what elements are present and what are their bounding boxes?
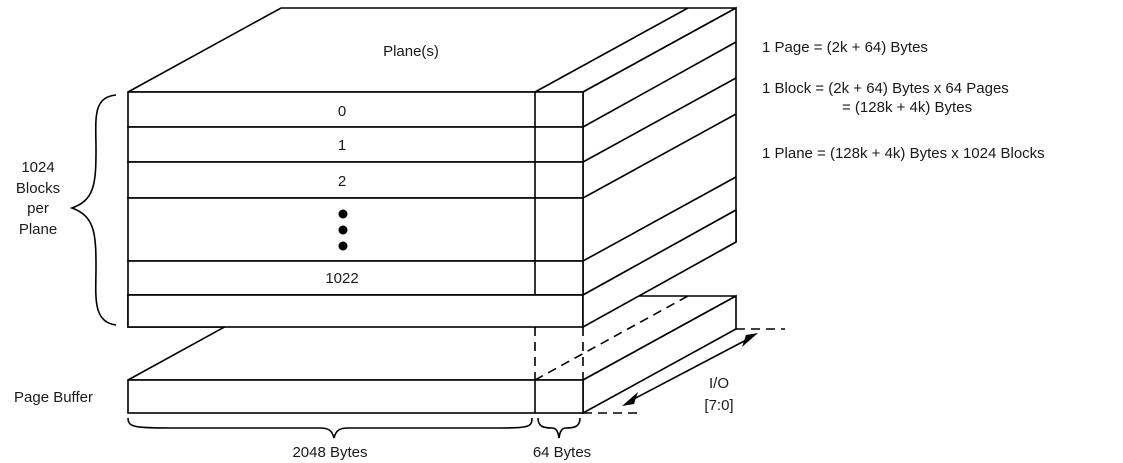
data-area-brace xyxy=(127,417,533,439)
note-block-line2: = (128k + 4k) Bytes xyxy=(842,99,972,116)
blocks-brace xyxy=(69,94,117,326)
block-row-1 xyxy=(127,126,584,163)
page-buffer-label: Page Buffer xyxy=(14,389,93,406)
note-page: 1 Page = (2k + 64) Bytes xyxy=(762,39,928,56)
svg-text:Blocks: Blocks xyxy=(16,180,60,197)
svg-text:per: per xyxy=(27,200,49,217)
blocks-per-plane-label: 1024 Blocks per Plane xyxy=(16,159,60,238)
block-row-2 xyxy=(127,161,584,199)
page-buffer-front xyxy=(127,379,584,414)
block-row-ellipsis xyxy=(127,197,584,262)
io-label-line2: [7:0] xyxy=(704,397,733,414)
note-plane: 1 Plane = (128k + 4k) Bytes x 1024 Block… xyxy=(762,145,1045,162)
ellipsis-dots xyxy=(338,209,348,251)
io-label-line1: I/O xyxy=(709,375,729,392)
plane-top-spare-divider xyxy=(534,7,689,93)
spare-area-size: 64 Bytes xyxy=(533,444,591,461)
spare-area-brace xyxy=(537,417,581,439)
block-row-1022 xyxy=(127,260,584,296)
block-label-1022: 1022 xyxy=(325,270,358,287)
svg-text:1024: 1024 xyxy=(21,159,54,176)
io-width-arrow xyxy=(622,333,758,406)
block-row-1023-overlay xyxy=(127,294,584,328)
data-area-size: 2048 Bytes xyxy=(292,444,367,461)
plane-front-face xyxy=(127,91,584,328)
block-label-1: 1 xyxy=(338,137,346,154)
svg-text:Plane: Plane xyxy=(19,221,57,238)
note-block-line1: 1 Block = (2k + 64) Bytes x 64 Pages xyxy=(762,80,1009,97)
block-row-0 xyxy=(127,91,584,128)
block-label-2: 2 xyxy=(338,173,346,190)
block-label-0: 0 xyxy=(338,103,346,120)
plane-side-bottom-overlay xyxy=(582,208,737,329)
plane-title: Plane(s) xyxy=(383,43,439,60)
